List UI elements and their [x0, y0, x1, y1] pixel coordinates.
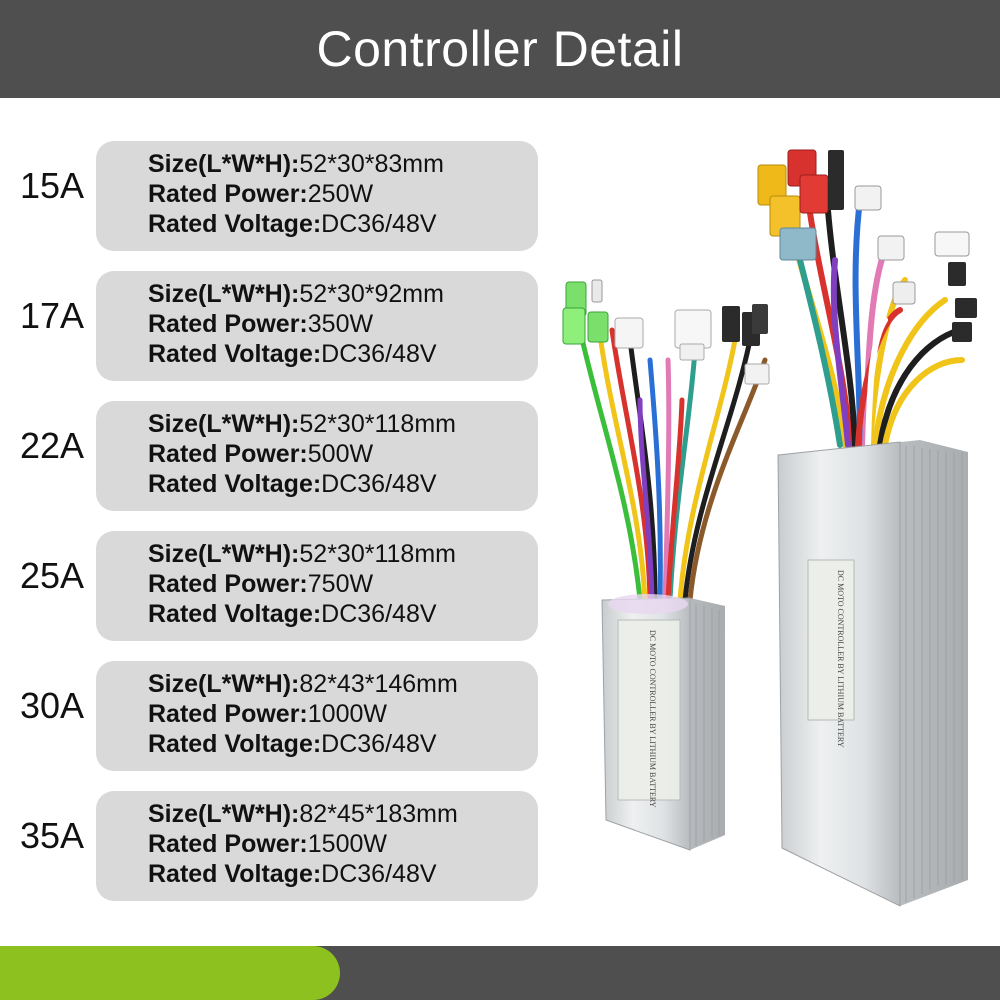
- large-controller-body: DC MOTO CONTROLLER BY LITHIUM BATTERY: [777, 440, 968, 907]
- size-value: 52*30*83mm: [299, 150, 444, 178]
- large-label-text: DC MOTO CONTROLLER BY LITHIUM BATTERY: [836, 570, 845, 748]
- large-controller-connectors: [757, 149, 977, 342]
- spec-card: Size(L*W*H):52*30*83mm Rated Power:250W …: [96, 141, 538, 251]
- size-value: 52*30*118mm: [299, 540, 456, 568]
- spec-card: Size(L*W*H):52*30*92mm Rated Power:350W …: [96, 271, 538, 381]
- power-label: Rated Power:: [148, 440, 308, 468]
- voltage-value: DC36/48V: [321, 340, 437, 368]
- power-label: Rated Power:: [148, 570, 308, 598]
- size-value: 82*43*146mm: [299, 670, 458, 698]
- power-label: Rated Power:: [148, 830, 308, 858]
- voltage-line: Rated Voltage:DC36/48V: [148, 209, 538, 239]
- power-value: 1000W: [307, 700, 387, 728]
- size-value: 82*45*183mm: [299, 800, 458, 828]
- power-label: Rated Power:: [148, 310, 308, 338]
- voltage-line: Rated Voltage:DC36/48V: [148, 729, 538, 759]
- power-value: 750W: [307, 570, 374, 598]
- voltage-line: Rated Voltage:DC36/48V: [148, 339, 538, 369]
- size-line: Size(L*W*H):52*30*118mm: [148, 409, 538, 439]
- size-line: Size(L*W*H):52*30*83mm: [148, 149, 538, 179]
- footer-accent-bar: [0, 946, 340, 1000]
- size-label: Size(L*W*H):: [148, 800, 300, 828]
- size-label: Size(L*W*H):: [148, 540, 300, 568]
- size-label: Size(L*W*H):: [148, 280, 300, 308]
- amp-label: 22A: [19, 425, 85, 466]
- footer-bar: [0, 946, 1000, 1000]
- power-line: Rated Power:250W: [148, 179, 538, 209]
- power-value: 350W: [307, 310, 374, 338]
- size-label: Size(L*W*H):: [148, 410, 300, 438]
- spec-card: Size(L*W*H):82*45*183mm Rated Power:1500…: [96, 791, 538, 901]
- spec-row-17a: 17A Size(L*W*H):52*30*92mm Rated Power:3…: [0, 271, 560, 381]
- spec-row-15a: 15A Size(L*W*H):52*30*83mm Rated Power:2…: [0, 141, 560, 251]
- voltage-label: Rated Voltage:: [148, 210, 322, 238]
- amp-label: 15A: [19, 165, 85, 206]
- spec-row-35a: 35A Size(L*W*H):82*45*183mm Rated Power:…: [0, 791, 560, 901]
- voltage-line: Rated Voltage:DC36/48V: [148, 859, 538, 889]
- spec-list: 15A Size(L*W*H):52*30*83mm Rated Power:2…: [0, 141, 560, 901]
- spec-card: Size(L*W*H):52*30*118mm Rated Power:500W…: [96, 401, 538, 511]
- size-line: Size(L*W*H):82*43*146mm: [148, 669, 538, 699]
- voltage-value: DC36/48V: [321, 600, 437, 628]
- voltage-label: Rated Voltage:: [148, 340, 322, 368]
- spec-card: Size(L*W*H):82*43*146mm Rated Power:1000…: [96, 661, 538, 771]
- size-label: Size(L*W*H):: [148, 150, 300, 178]
- small-label-text: DC MOTO CONTROLLER BY LITHIUM BATTERY: [648, 630, 657, 808]
- small-controller-body: DC MOTO CONTROLLER BY LITHIUM BATTERY: [601, 594, 725, 851]
- amp-label: 30A: [19, 685, 85, 726]
- spec-row-25a: 25A Size(L*W*H):52*30*118mm Rated Power:…: [0, 531, 560, 641]
- power-value: 500W: [307, 440, 374, 468]
- power-line: Rated Power:1000W: [148, 699, 538, 729]
- spec-row-30a: 30A Size(L*W*H):82*43*146mm Rated Power:…: [0, 661, 560, 771]
- voltage-value: DC36/48V: [321, 860, 437, 888]
- size-value: 52*30*118mm: [299, 410, 456, 438]
- voltage-line: Rated Voltage:DC36/48V: [148, 599, 538, 629]
- power-value: 1500W: [307, 830, 387, 858]
- power-line: Rated Power:750W: [148, 569, 538, 599]
- voltage-value: DC36/48V: [321, 470, 437, 498]
- voltage-value: DC36/48V: [321, 730, 437, 758]
- spec-row-22a: 22A Size(L*W*H):52*30*118mm Rated Power:…: [0, 401, 560, 511]
- voltage-label: Rated Voltage:: [148, 860, 322, 888]
- page-title: Controller Detail: [316, 21, 684, 77]
- small-controller-connectors: [562, 279, 770, 385]
- amp-label: 25A: [19, 555, 85, 596]
- header-banner: Controller Detail: [0, 0, 1000, 98]
- voltage-label: Rated Voltage:: [148, 730, 322, 758]
- spec-card: Size(L*W*H):52*30*118mm Rated Power:750W…: [96, 531, 538, 641]
- voltage-line: Rated Voltage:DC36/48V: [148, 469, 538, 499]
- voltage-value: DC36/48V: [321, 210, 437, 238]
- size-line: Size(L*W*H):82*45*183mm: [148, 799, 538, 829]
- size-line: Size(L*W*H):52*30*118mm: [148, 539, 538, 569]
- amp-label: 17A: [19, 295, 85, 336]
- large-controller-wires: [782, 172, 965, 448]
- power-label: Rated Power:: [148, 700, 308, 728]
- power-label: Rated Power:: [148, 180, 308, 208]
- power-line: Rated Power:350W: [148, 309, 538, 339]
- size-line: Size(L*W*H):52*30*92mm: [148, 279, 538, 309]
- power-value: 250W: [307, 180, 374, 208]
- amp-label: 35A: [19, 815, 85, 856]
- small-controller-wires: [577, 317, 768, 603]
- controller-product-photo: DC MOTO CONTROLLER BY LITHIUM BATTERY: [562, 149, 977, 907]
- size-label: Size(L*W*H):: [148, 670, 300, 698]
- voltage-label: Rated Voltage:: [148, 600, 322, 628]
- voltage-label: Rated Voltage:: [148, 470, 322, 498]
- size-value: 52*30*92mm: [299, 280, 444, 308]
- power-line: Rated Power:500W: [148, 439, 538, 469]
- power-line: Rated Power:1500W: [148, 829, 538, 859]
